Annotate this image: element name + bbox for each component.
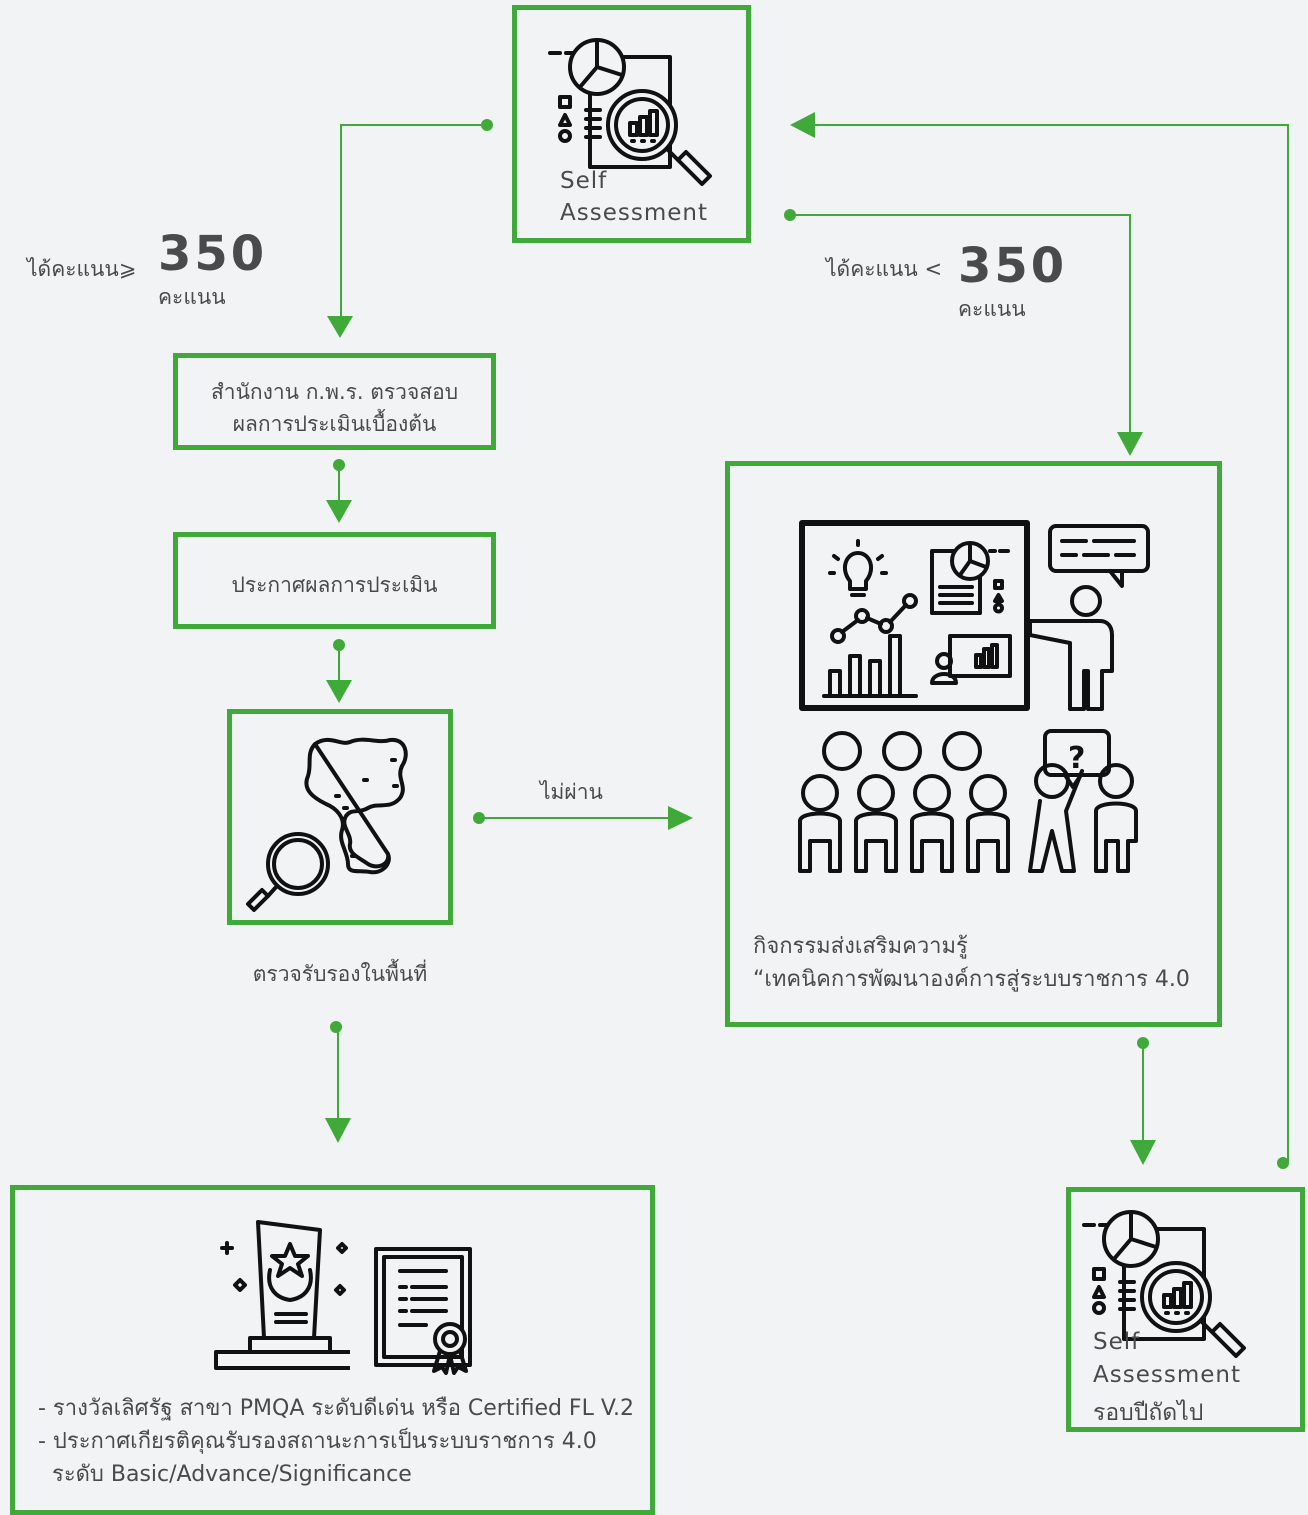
awards-box: - รางวัลเลิศรัฐ สาขา PMQA ระดับดีเด่น หร… — [10, 1185, 655, 1515]
fail-unit: คะแนน — [958, 297, 1026, 321]
self-assessment-next-line2: Assessment — [1093, 1362, 1241, 1388]
workshop-box: ? กิจกรรมส่งเสริมความรู้ “เทคนิคการพัฒนา… — [725, 461, 1222, 1027]
pass-prefix: ได้คะแนน — [27, 257, 119, 281]
pass-score: 350 — [158, 226, 268, 282]
announce-label: ประกาศผลการประเมิน — [231, 573, 438, 597]
pass-unit: คะแนน — [158, 285, 226, 309]
self-assessment-box: Self Assessment — [512, 5, 751, 243]
fail-condition-prefix: ได้คะแนน < — [826, 253, 942, 286]
connector-pass — [340, 124, 487, 320]
workshop-line2: “เทคนิคการพัฒนาองค์การสู่ระบบราชการ 4.0 — [753, 967, 1190, 992]
fail-operator: < — [924, 257, 943, 281]
analytics-magnifier-icon — [548, 38, 712, 186]
analytics-magnifier-icon — [1082, 1210, 1246, 1358]
pass-operator: ⩾ — [118, 257, 137, 281]
connector-fail — [790, 214, 1131, 435]
self-assessment-next-box: Self Assessment รอบปีถัดไป — [1066, 1187, 1305, 1432]
self-assessment-next-line3: รอบปีถัดไป — [1093, 1400, 1204, 1426]
fail-score: 350 — [958, 238, 1068, 294]
thailand-map-search-icon — [246, 737, 408, 912]
pass-condition-prefix: ได้คะแนน⩾ — [27, 253, 136, 286]
training-classroom-icon: ? — [798, 520, 1150, 873]
fail-prefix: ได้คะแนน — [826, 257, 918, 281]
self-assessment-line1: Self — [560, 168, 608, 194]
workshop-line1: กิจกรรมส่งเสริมความรู้ — [753, 934, 968, 959]
site-visit-box — [227, 709, 453, 925]
ocsc-check-line1: สำนักงาน ก.พ.ร. ตรวจสอบ — [210, 380, 459, 404]
svg-text:?: ? — [1068, 741, 1085, 776]
site-visit-label: ตรวจรับรองในพื้นที่ — [252, 962, 428, 986]
trophy-icon — [214, 1220, 350, 1370]
not-pass-label: ไม่ผ่าน — [540, 780, 603, 804]
ocsc-check-line2: ผลการประเมินเบื้องต้น — [232, 412, 437, 436]
certificate-icon — [374, 1247, 472, 1375]
self-assessment-line2: Assessment — [560, 200, 708, 226]
ocsc-check-box: สำนักงาน ก.พ.ร. ตรวจสอบ ผลการประเมินเบื้… — [173, 353, 496, 450]
awards-line2: - ประกาศเกียรติคุณรับรองสถานะการเป็นระบบ… — [38, 1429, 597, 1454]
announce-box: ประกาศผลการประเมิน — [173, 532, 496, 629]
awards-line3: ระดับ Basic/Advance/Significance — [52, 1462, 412, 1487]
self-assessment-next-line1: Self — [1093, 1329, 1141, 1355]
awards-line1: - รางวัลเลิศรัฐ สาขา PMQA ระดับดีเด่น หร… — [38, 1396, 635, 1421]
